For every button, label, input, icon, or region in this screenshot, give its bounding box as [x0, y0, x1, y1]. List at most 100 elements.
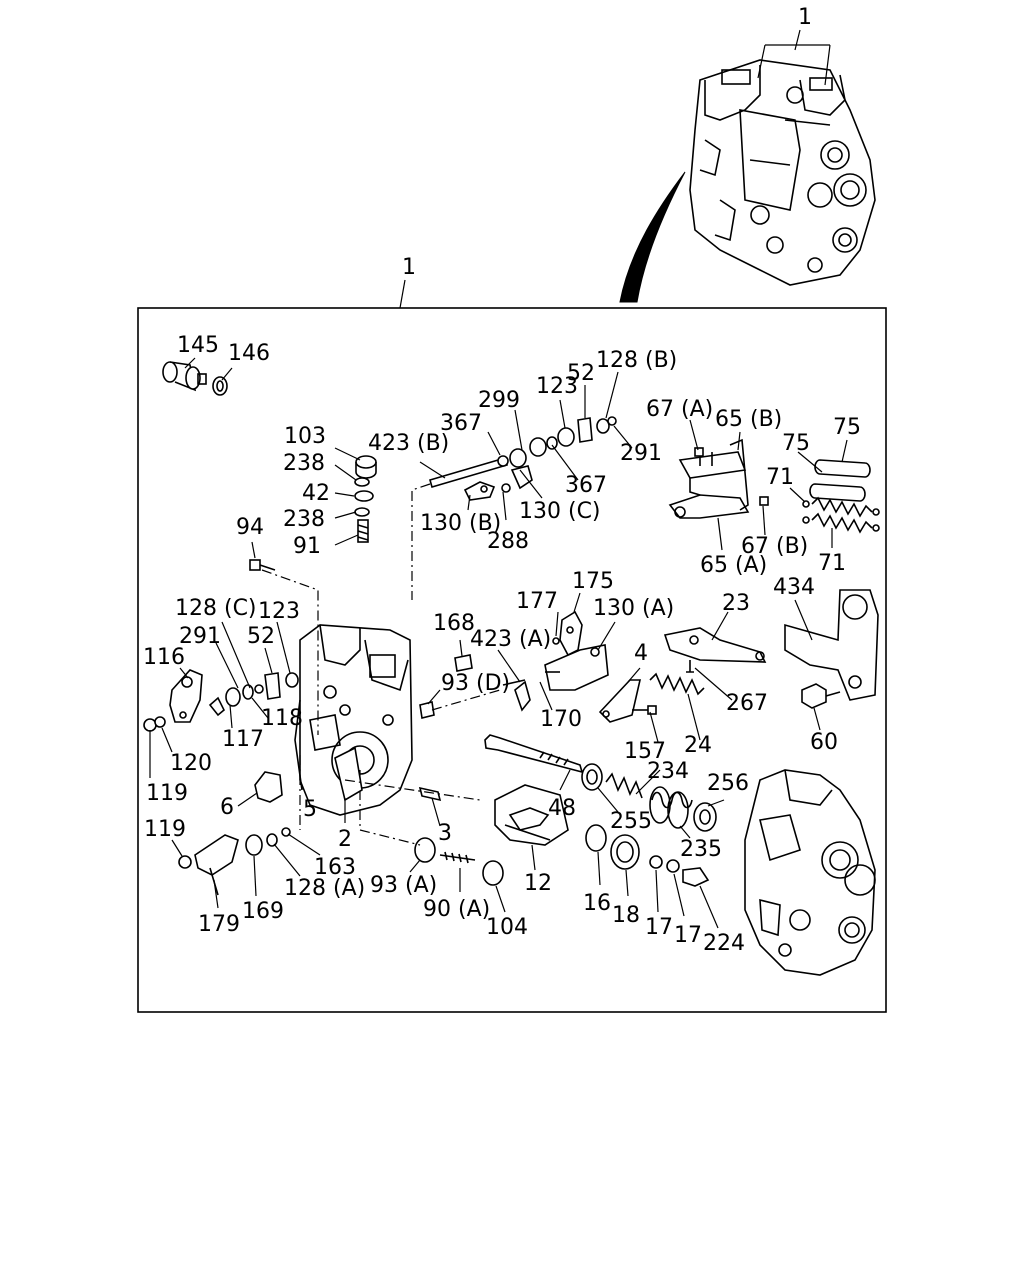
callout-52: 52 — [567, 361, 595, 386]
part-2-3 — [334, 746, 481, 802]
leader-assembly-top — [757, 29, 831, 86]
callout-434: 434 — [773, 575, 815, 600]
callout-116: 116 — [143, 645, 185, 670]
part-lever-group-top — [463, 416, 617, 501]
callout-288: 288 — [487, 529, 529, 554]
callout-367: 367 — [440, 411, 482, 436]
callout-12: 12 — [524, 871, 552, 896]
callout-17: 17 — [645, 915, 673, 940]
callout-157: 157 — [624, 739, 666, 764]
callout-42: 42 — [302, 481, 330, 506]
callout-16: 16 — [583, 891, 611, 916]
callout-130c: 130 (C) — [519, 499, 601, 524]
callout-130a: 130 (A) — [593, 596, 674, 621]
callout-177: 177 — [516, 589, 558, 614]
part-93a-90a-104 — [359, 770, 504, 886]
part-175-177-130a — [544, 610, 609, 691]
callout-423b: 423 (B) — [368, 431, 449, 456]
callout-23: 23 — [722, 591, 750, 616]
callout-170: 170 — [540, 707, 582, 732]
part-60-plug — [801, 683, 841, 709]
callout-71-second: 71 — [818, 551, 846, 576]
part-65-67-bracket — [668, 438, 769, 519]
callout-123: 123 — [536, 374, 578, 399]
callout-18: 18 — [612, 903, 640, 928]
callout-118: 118 — [261, 706, 303, 731]
callout-179: 179 — [198, 912, 240, 937]
detail-frame — [137, 307, 887, 1013]
callout-90a: 90 (A) — [423, 897, 490, 922]
callout-4: 4 — [634, 641, 648, 666]
callout-256: 256 — [707, 771, 749, 796]
part-left-lever-group — [143, 669, 299, 732]
callout-123-left: 123 — [258, 599, 300, 624]
callout-60: 60 — [810, 730, 838, 755]
part-434-plate — [784, 589, 879, 701]
part-4-157 — [598, 679, 657, 723]
callout-128b: 128 (B) — [596, 348, 677, 373]
callout-75: 75 — [833, 415, 861, 440]
callout-119: 119 — [146, 781, 188, 806]
callout-6: 6 — [220, 795, 234, 820]
callout-67b: 67 (B) — [741, 534, 808, 559]
callout-24: 24 — [684, 733, 712, 758]
callout-175: 175 — [572, 569, 614, 594]
callout-224: 224 — [703, 931, 745, 956]
callout-238: 238 — [283, 451, 325, 476]
callout-119-lower: 119 — [144, 817, 186, 842]
callout-65a: 65 (A) — [700, 553, 767, 578]
callout-267: 267 — [726, 691, 768, 716]
callout-52-left: 52 — [247, 624, 275, 649]
callout-299: 299 — [478, 388, 520, 413]
part-lower-left-lever — [178, 827, 291, 896]
callout-71: 71 — [766, 465, 794, 490]
callout-75-second: 75 — [782, 431, 810, 456]
callout-163: 163 — [314, 855, 356, 880]
callout-238-lower: 238 — [283, 507, 325, 532]
callout-120: 120 — [170, 751, 212, 776]
callout-93d: 93 (D) — [441, 671, 510, 696]
part-75-71-rods-springs — [802, 459, 880, 534]
callout-128c: 128 (C) — [175, 596, 257, 621]
callout-235: 235 — [680, 837, 722, 862]
part-103-stack — [354, 455, 377, 543]
callout-17-second: 17 — [674, 923, 702, 948]
part-23-267 — [663, 627, 767, 673]
leader-assembly-frame — [399, 279, 406, 309]
callout-117: 117 — [222, 727, 264, 752]
callout-104: 104 — [486, 915, 528, 940]
callout-67a: 67 (A) — [646, 397, 713, 422]
callout-128a: 128 (A) — [284, 876, 365, 901]
part-168-93d — [419, 654, 531, 719]
callout-91: 91 — [293, 534, 321, 559]
part-94-bolt — [249, 559, 319, 735]
callout-130b: 130 (B) — [420, 511, 501, 536]
callout-assembly-top: 1 — [798, 5, 812, 30]
part-12-governor — [494, 784, 569, 846]
part-16-18-17-224 — [585, 824, 710, 887]
callout-93a: 93 (A) — [370, 873, 437, 898]
callout-169: 169 — [242, 899, 284, 924]
pump-housing-lower-right — [744, 769, 876, 976]
callout-291: 291 — [620, 441, 662, 466]
callout-65b: 65 (B) — [715, 407, 782, 432]
callout-2: 2 — [338, 827, 352, 852]
part-24-spring — [649, 672, 705, 696]
callout-255: 255 — [610, 809, 652, 834]
part-255-234 — [581, 763, 643, 799]
assembly-overview-illustration — [689, 59, 876, 286]
leader-lines — [149, 357, 848, 929]
callout-423a: 423 (A) — [470, 627, 551, 652]
part-145-146-fitting — [162, 361, 228, 396]
part-235-256 — [649, 786, 717, 832]
callout-146: 146 — [228, 341, 270, 366]
callout-94: 94 — [236, 515, 264, 540]
callout-234: 234 — [647, 759, 689, 784]
part-48-shaft — [484, 734, 584, 774]
callout-103: 103 — [284, 424, 326, 449]
callout-5: 5 — [303, 797, 317, 822]
callout-291-left: 291 — [179, 624, 221, 649]
callout-labels: 1 1 145 146 103 238 42 238 91 94 423 (B)… — [143, 5, 861, 956]
callout-367-lower: 367 — [565, 473, 607, 498]
